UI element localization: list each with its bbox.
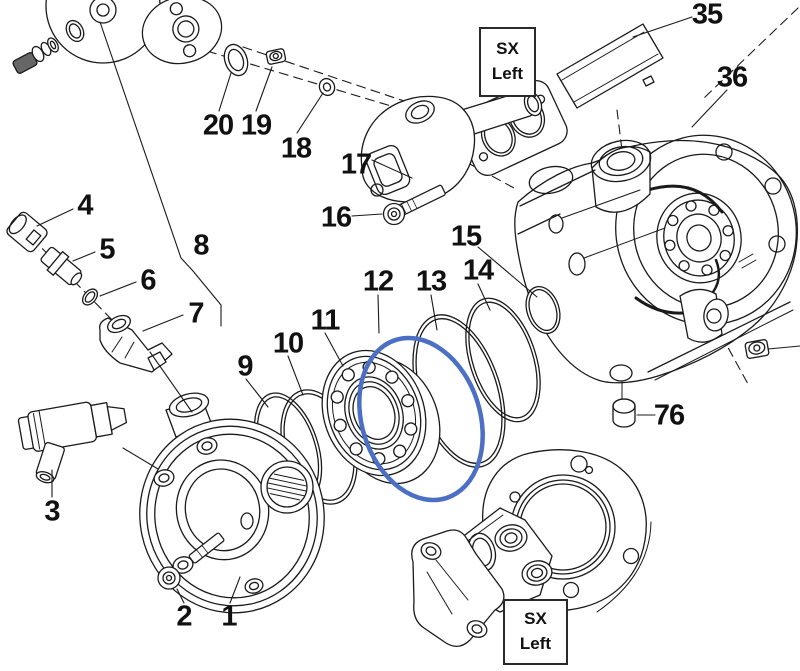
manifold-17-drawing [360, 90, 543, 203]
bracket-drawing [411, 529, 505, 647]
bolt-2-drawing [157, 532, 225, 590]
elbow-7-drawing [99, 314, 173, 373]
bolt-16-drawing [382, 184, 446, 226]
cover-plate-35-drawing [556, 23, 664, 109]
side-boss-drawing [679, 288, 729, 343]
bearing-11-drawing [321, 349, 441, 485]
valve-3-drawing [17, 401, 128, 484]
washer-18-drawing [318, 77, 336, 97]
crankcase-drawing [514, 134, 799, 428]
drain-bolt-drawing [12, 19, 85, 74]
cap-4-drawing [6, 211, 48, 253]
washer-20-drawing [223, 43, 249, 77]
ring-15-drawing [525, 285, 561, 335]
nut-19-drawing [265, 48, 287, 65]
callout-text-line2: Left [519, 634, 552, 653]
callout-text-line1: SX [496, 39, 519, 59]
oring-12-highlight-drawing [357, 335, 485, 503]
sight-glass-slots [266, 473, 308, 501]
callout-text-line2: Left [491, 64, 524, 83]
pump-section-top-drawing [12, 0, 223, 74]
callout-text-line1: SX [524, 609, 547, 629]
leader-lines [36, 16, 800, 604]
top-port-36-drawing [590, 139, 652, 213]
bearing-cover-1-drawing [139, 392, 325, 614]
plug-76-drawing [612, 398, 636, 428]
callout-box-bottom: SX Left [503, 599, 568, 665]
ring-14-drawing [465, 297, 541, 423]
callout-box-top: SX Left [479, 27, 536, 97]
small-nut-drawing [744, 339, 770, 359]
oring-6-drawing [81, 288, 99, 306]
rear-bearing-drawing [656, 192, 742, 284]
leader-8 [99, 21, 222, 327]
fitting-5-drawing [40, 246, 83, 286]
